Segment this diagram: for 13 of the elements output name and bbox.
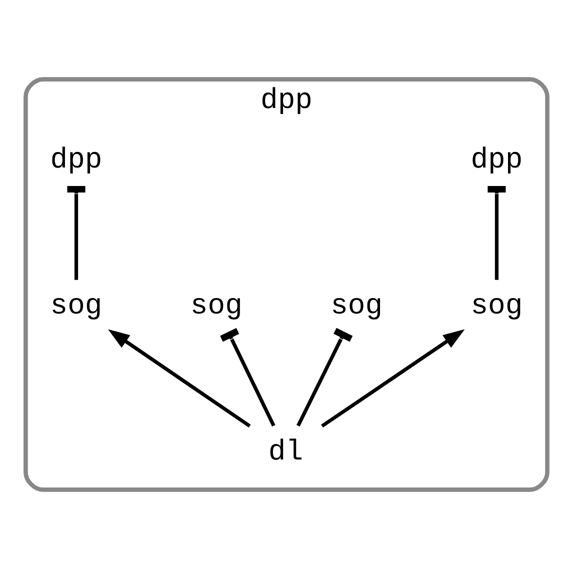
node-text: sog (50, 288, 102, 322)
arrow (108, 328, 251, 428)
node-text: sog (190, 288, 242, 322)
connector (296, 327, 353, 426)
node-text: sog (470, 288, 523, 322)
connector (220, 327, 276, 426)
connector (67, 185, 86, 280)
node-text: sog (330, 288, 383, 322)
connector (488, 185, 506, 280)
node-text: dpp (470, 142, 523, 176)
node-text: dl (268, 434, 304, 468)
node-text: dpp (50, 142, 102, 176)
arrow (321, 328, 465, 428)
